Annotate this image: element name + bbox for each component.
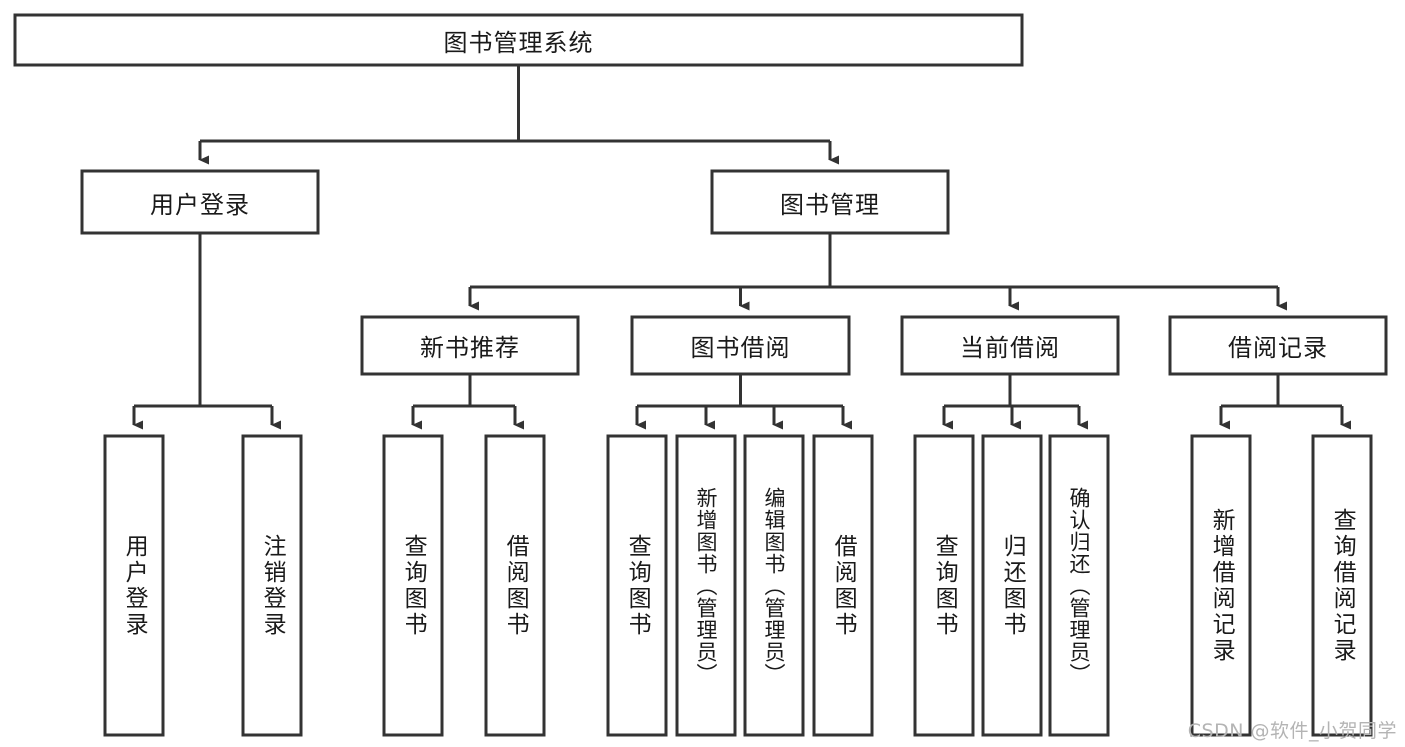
node-box-leaf-query-record[interactable] (1311, 434, 1373, 737)
node-box-leaf-borrow-book-2[interactable] (812, 434, 874, 737)
watermark-text: CSDN @软件_小贺同学 (1187, 720, 1397, 742)
node-box-leaf-add-record[interactable] (1190, 434, 1252, 737)
node-box-root[interactable] (13, 13, 1024, 67)
node-box-leaf-query-book-1[interactable] (382, 434, 444, 737)
node-box-leaf-edit-book[interactable] (743, 434, 805, 737)
node-box-user-login[interactable] (80, 169, 320, 235)
node-box-leaf-borrow-book-1[interactable] (484, 434, 546, 737)
node-box-book-borrow[interactable] (630, 315, 851, 376)
node-box-leaf-query-book-2[interactable] (606, 434, 668, 737)
node-box-leaf-return-book[interactable] (981, 434, 1043, 737)
node-box-book-manage[interactable] (710, 169, 950, 235)
node-box-leaf-confirm-return[interactable] (1048, 434, 1110, 737)
node-box-current-borrow[interactable] (900, 315, 1120, 376)
node-box-leaf-logout[interactable] (241, 434, 303, 737)
node-box-new-book-rec[interactable] (360, 315, 580, 376)
edge-layer (132, 65, 1351, 430)
node-box-leaf-query-book-3[interactable] (913, 434, 975, 737)
node-box-leaf-user-login[interactable] (103, 434, 165, 737)
node-box-borrow-record[interactable] (1168, 315, 1388, 376)
node-box-leaf-add-book[interactable] (675, 434, 737, 737)
node-layer (13, 13, 1388, 737)
